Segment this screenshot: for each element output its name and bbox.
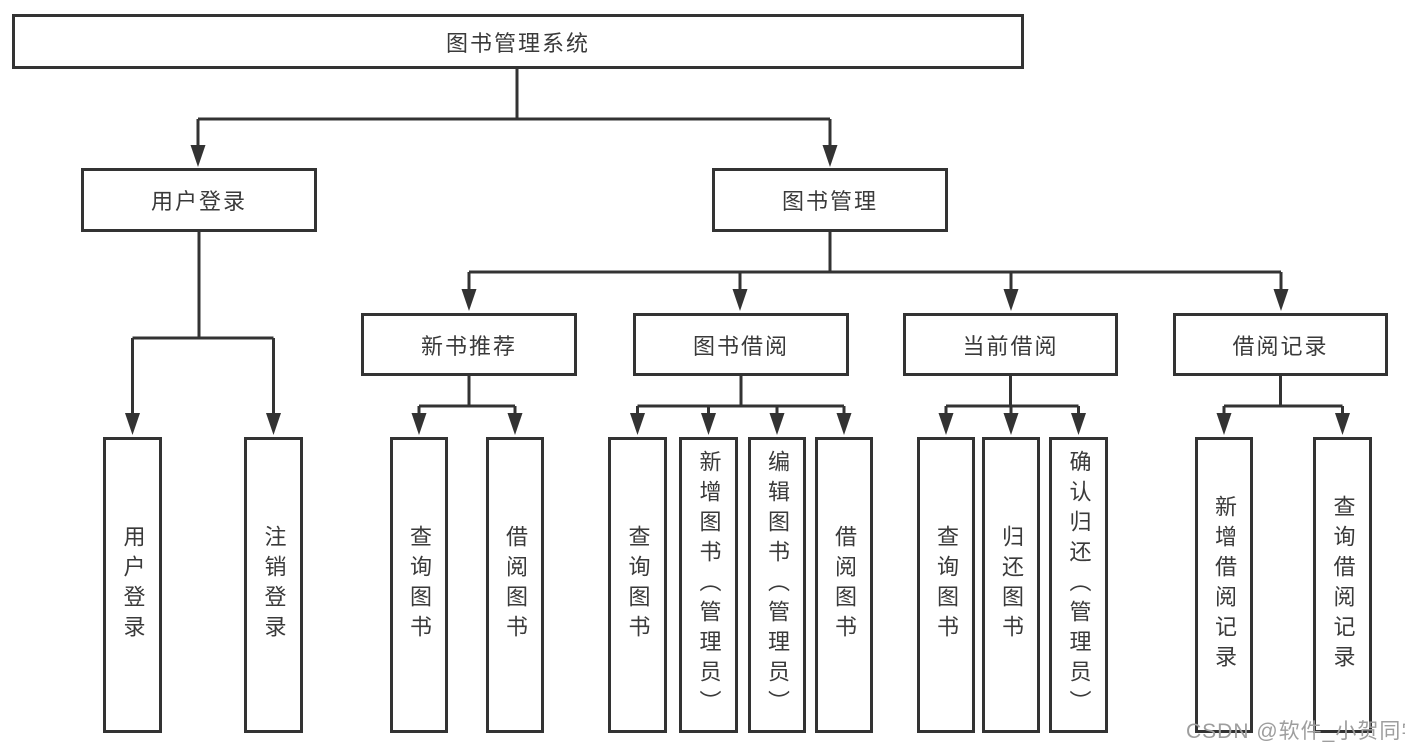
leaf-edit-book-admin-label: 编辑图书（管理员） xyxy=(765,450,790,720)
arrow-down-icon xyxy=(461,289,477,311)
leaf-query-borrow-record: 查询借阅记录 xyxy=(1313,437,1372,733)
leaf-confirm-return-admin-label: 确认归还（管理员） xyxy=(1066,450,1092,720)
node-book-management-label: 图书管理 xyxy=(781,189,878,214)
node-book-borrow-label: 图书借阅 xyxy=(692,333,789,359)
leaf-logout: 注销登录 xyxy=(244,437,303,733)
leaf-query-book-3: 查询图书 xyxy=(917,437,975,733)
arrow-down-icon xyxy=(1335,413,1350,435)
arrow-down-icon xyxy=(822,145,838,167)
leaf-add-book-admin: 新增图书（管理员） xyxy=(679,437,738,733)
leaf-user-login-label: 用户登录 xyxy=(120,525,146,645)
leaf-edit-book-admin: 编辑图书（管理员） xyxy=(748,437,806,733)
node-root-label: 图书管理系统 xyxy=(445,30,590,56)
node-root: 图书管理系统 xyxy=(12,14,1024,69)
arrow-down-icon xyxy=(1003,413,1019,435)
arrow-down-icon xyxy=(1216,413,1232,435)
leaf-borrow-book-1: 借阅图书 xyxy=(486,437,544,733)
connector-user-login xyxy=(131,232,275,430)
node-current-borrow: 当前借阅 xyxy=(903,313,1118,376)
leaf-logout-label: 注销登录 xyxy=(261,525,287,645)
connector-borrow-record xyxy=(1222,376,1344,430)
leaf-user-login: 用户登录 xyxy=(103,437,162,733)
arrow-down-icon xyxy=(769,413,785,435)
leaf-query-book-3-label: 查询图书 xyxy=(934,525,959,645)
arrow-down-icon xyxy=(732,289,748,311)
arrow-down-icon xyxy=(266,413,281,435)
arrow-down-icon xyxy=(411,413,427,435)
leaf-query-book-1: 查询图书 xyxy=(390,437,448,733)
leaf-borrow-book-2: 借阅图书 xyxy=(815,437,873,733)
leaf-return-book-label: 归还图书 xyxy=(999,525,1024,645)
node-borrow-record-label: 借阅记录 xyxy=(1232,333,1329,359)
arrowheads xyxy=(125,145,1350,435)
connector-book-borrow xyxy=(636,376,846,430)
arrow-down-icon xyxy=(1071,413,1086,435)
connector-stems xyxy=(131,69,1344,430)
arrow-down-icon xyxy=(1003,289,1019,311)
node-new-book-recommend-label: 新书推荐 xyxy=(420,333,517,359)
node-new-book-recommend: 新书推荐 xyxy=(361,313,577,376)
leaf-add-borrow-record-label: 新增借阅记录 xyxy=(1212,495,1237,675)
arrow-down-icon xyxy=(701,413,716,435)
leaf-query-borrow-record-label: 查询借阅记录 xyxy=(1330,495,1356,675)
node-user-login: 用户登录 xyxy=(81,168,317,232)
leaf-query-book-2: 查询图书 xyxy=(608,437,667,733)
arrow-down-icon xyxy=(938,413,954,435)
node-book-management: 图书管理 xyxy=(712,168,948,232)
arrow-down-icon xyxy=(1273,289,1289,311)
leaf-query-book-2-label: 查询图书 xyxy=(625,525,651,645)
arrow-down-icon xyxy=(125,413,140,435)
arrow-down-icon xyxy=(836,413,852,435)
leaf-query-book-1-label: 查询图书 xyxy=(407,525,432,645)
connector-new-book xyxy=(417,376,517,430)
arrow-down-icon xyxy=(190,145,206,167)
arrow-down-icon xyxy=(507,413,523,435)
leaf-borrow-book-2-label: 借阅图书 xyxy=(832,525,857,645)
leaf-add-book-admin-label: 新增图书（管理员） xyxy=(696,450,722,720)
node-book-borrow: 图书借阅 xyxy=(633,313,849,376)
node-user-login-label: 用户登录 xyxy=(150,189,247,214)
leaf-add-borrow-record: 新增借阅记录 xyxy=(1195,437,1253,733)
csdn-watermark: CSDN @软件_小贺同学 xyxy=(1186,720,1405,743)
node-current-borrow-label: 当前借阅 xyxy=(962,333,1059,359)
leaf-confirm-return-admin: 确认归还（管理员） xyxy=(1049,437,1108,733)
leaf-return-book: 归还图书 xyxy=(982,437,1040,733)
leaf-borrow-book-1-label: 借阅图书 xyxy=(503,525,528,645)
arrow-down-icon xyxy=(630,413,645,435)
connector-root xyxy=(196,69,832,160)
connector-book-management xyxy=(467,232,1283,305)
node-borrow-record: 借阅记录 xyxy=(1173,313,1388,376)
